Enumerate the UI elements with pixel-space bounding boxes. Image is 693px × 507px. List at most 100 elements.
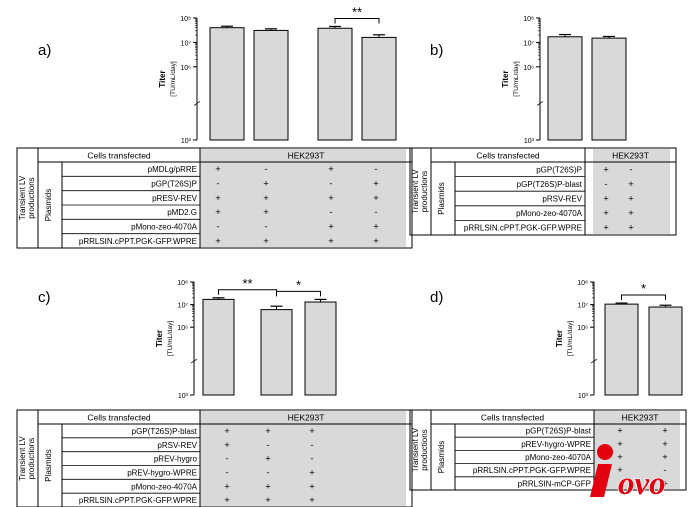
significance-bracket: ** xyxy=(334,4,380,24)
bar xyxy=(253,29,289,141)
table-frame xyxy=(16,147,413,249)
y-tick-label: 10⁷ xyxy=(524,40,535,47)
plasmid-name: pRSV-REV xyxy=(542,195,582,204)
axis-break-mark xyxy=(536,101,544,106)
plasmid-mark: + xyxy=(263,207,269,218)
plasmid-mark: + xyxy=(373,179,379,190)
header-cells-transfected: Cells transfected xyxy=(87,413,151,423)
header-cells-transfected: Cells transfected xyxy=(476,151,540,161)
watermark-logo: ovo xyxy=(590,444,666,503)
y-axis-title: Titer xyxy=(501,70,510,87)
plasmid-mark: - xyxy=(310,440,313,451)
plasmid-mark: + xyxy=(265,495,271,506)
plasmid-mark: + xyxy=(328,193,334,204)
plasmid-mark: + xyxy=(662,439,668,450)
plasmid-name: pMono-zeo-4070A xyxy=(525,453,591,462)
plasmid-mark: + xyxy=(224,426,230,437)
bar xyxy=(547,36,583,141)
y-tick-label: 10³ xyxy=(178,393,189,400)
panel-label: c) xyxy=(38,289,51,306)
significance-label: * xyxy=(296,277,301,292)
plasmid-mark: - xyxy=(266,467,269,478)
bracket-line xyxy=(334,17,380,24)
plasmid-mark: - xyxy=(310,454,313,465)
plasmid-name: pGP(T26S)P xyxy=(151,180,197,189)
bar xyxy=(202,298,235,396)
y-tick-label: 10³ xyxy=(181,138,192,145)
group-label-plasmids: Plasmids xyxy=(437,182,446,214)
y-tick-label: 10⁶ xyxy=(180,65,191,72)
y-tick-label: 10⁶ xyxy=(177,325,188,332)
bar xyxy=(304,301,337,396)
plasmid-mark: + xyxy=(265,481,271,492)
bar xyxy=(604,303,639,396)
plasmid-mark: + xyxy=(603,194,609,205)
significance-bracket: ** xyxy=(218,276,277,295)
plasmid-mark: + xyxy=(328,164,334,175)
bar-series xyxy=(202,297,337,396)
plasmid-mark: + xyxy=(603,164,609,175)
plasmid-mark: - xyxy=(604,179,607,190)
watermark-text: ovo xyxy=(618,466,666,502)
table-shade xyxy=(200,411,406,506)
plasmid-mark: + xyxy=(328,222,334,233)
plasmid-mark: + xyxy=(373,236,379,247)
group-label-plasmids: Plasmids xyxy=(44,449,53,481)
plasmid-mark: + xyxy=(224,495,230,506)
plasmid-mark: + xyxy=(628,179,634,190)
plasmid-mark: + xyxy=(603,223,609,234)
plasmid-mark: - xyxy=(329,179,332,190)
plasmid-name: pRRLSIN.cPPT.PGK-GFP.WPRE xyxy=(464,224,582,233)
plasmid-mark: - xyxy=(663,465,666,476)
y-tick-label: 10³ xyxy=(578,393,589,400)
bracket-line xyxy=(276,290,321,297)
axis-break-mark xyxy=(590,358,598,364)
plasmid-mark: + xyxy=(224,481,230,492)
table-frame xyxy=(16,409,413,507)
plasmid-mark: + xyxy=(309,495,315,506)
bar-series xyxy=(604,302,683,396)
plasmid-mark: + xyxy=(265,426,271,437)
plasmid-mark: - xyxy=(264,222,267,233)
table-shade xyxy=(200,149,406,247)
y-tick-label: 10⁸ xyxy=(180,16,191,23)
plasmid-name: pRESV-REV xyxy=(152,194,198,203)
plasmid-mark: + xyxy=(309,481,315,492)
plasmid-mark: + xyxy=(263,236,269,247)
plasmid-mark: - xyxy=(374,207,377,218)
plasmid-mark: - xyxy=(266,440,269,451)
plasmid-name: pRSV-REV xyxy=(157,441,197,450)
plasmid-name: pGP(T26S)P-blast xyxy=(526,427,592,436)
watermark-i-stem xyxy=(590,464,612,497)
group-label-plasmids: Plasmids xyxy=(44,189,53,221)
plasmid-mark: - xyxy=(329,207,332,218)
plasmid-name: pGP(T26S)P-blast xyxy=(132,427,198,436)
panel-label: d) xyxy=(430,289,443,306)
plasmid-mark: + xyxy=(263,179,269,190)
plasmid-mark: + xyxy=(309,426,315,437)
plasmid-name: pGP(T26S)P xyxy=(536,165,582,174)
plasmid-mark: + xyxy=(215,193,221,204)
plasmid-mark: + xyxy=(662,478,668,489)
bar xyxy=(209,27,245,141)
header-cells-transfected: Cells transfected xyxy=(87,151,151,161)
y-tick-label: 10⁸ xyxy=(577,280,588,287)
y-axis-unit: [TU/mL/day] xyxy=(513,61,520,97)
bracket-line xyxy=(621,294,666,301)
y-axis-title: Titer xyxy=(158,70,167,87)
side-label-line2: productions xyxy=(27,438,36,479)
plasmid-name: pRRLSIN-mCP-GFP xyxy=(518,479,591,488)
plasmid-name: pREV-hygro-WPRE xyxy=(521,440,591,449)
y-axis-unit: [TU/mL/day] xyxy=(567,321,574,357)
y-tick-label: 10⁷ xyxy=(578,303,589,310)
y-axis-unit: [TU/mL/day] xyxy=(170,61,177,97)
panel-label: b) xyxy=(430,42,443,59)
side-label-line2: productions xyxy=(420,171,429,212)
bar xyxy=(648,306,683,396)
table-frame xyxy=(409,409,687,491)
